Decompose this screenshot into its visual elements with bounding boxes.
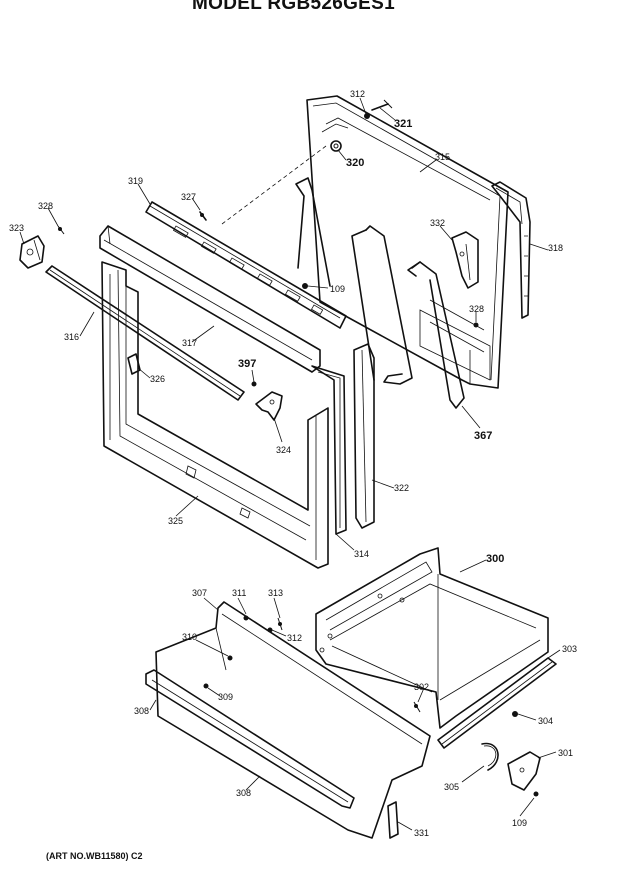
callout-labels: 312 321 320 315 319 327 328 323 332 318 … <box>9 89 577 838</box>
clip-109 <box>302 283 308 289</box>
alignment-line <box>221 145 327 225</box>
callout-310: 310 <box>182 632 197 642</box>
hinge-bracket-332 <box>451 231 479 289</box>
screw-312-lower <box>267 627 273 633</box>
callout-318: 318 <box>548 243 563 253</box>
callout-325: 325 <box>168 516 183 526</box>
callout-302: 302 <box>414 682 429 692</box>
screw-321 <box>364 99 393 119</box>
callout-308-left: 308 <box>134 706 149 716</box>
callout-324: 324 <box>276 445 291 455</box>
callout-320: 320 <box>346 157 364 169</box>
callout-312-lower: 312 <box>287 633 302 643</box>
door-glass-314 <box>311 365 347 535</box>
bracket-301 <box>507 751 541 791</box>
screw-309 <box>203 683 209 689</box>
callout-328-right: 328 <box>469 304 484 314</box>
clip-331 <box>387 801 399 839</box>
callout-314: 314 <box>354 549 369 559</box>
screw-327 <box>199 211 207 221</box>
callout-303: 303 <box>562 644 577 654</box>
bracket-324 <box>255 391 283 421</box>
callout-321: 321 <box>394 118 412 130</box>
callout-317: 317 <box>182 338 197 348</box>
door-hinge-wire-left <box>295 177 331 287</box>
handle-end-cap-323 <box>19 235 45 269</box>
screw-397 <box>251 381 257 387</box>
drawer-handle-308 <box>145 669 355 809</box>
hinge-pin-320 <box>330 140 342 152</box>
screw-310 <box>227 655 233 661</box>
callout-308-bottom: 308 <box>236 788 251 798</box>
door-outer-frame-325 <box>101 261 329 569</box>
callout-300: 300 <box>486 553 504 565</box>
screw-311 <box>243 615 249 621</box>
callout-304: 304 <box>538 716 553 726</box>
drawer-rail-303 <box>437 657 557 749</box>
callout-332: 332 <box>430 218 445 228</box>
callout-319: 319 <box>128 176 143 186</box>
callout-367: 367 <box>474 430 492 442</box>
screw-328-right <box>473 322 479 328</box>
callout-315: 315 <box>435 152 450 162</box>
door-handle-316 <box>45 265 245 401</box>
door-hinge-wire-middle <box>351 225 413 385</box>
callout-311: 311 <box>232 588 246 598</box>
callout-326: 326 <box>150 374 165 384</box>
screw-109-lower <box>533 791 539 797</box>
callout-316: 316 <box>64 332 79 342</box>
storage-drawer-300 <box>315 547 549 729</box>
spring-305 <box>481 742 499 771</box>
leader-lines <box>19 97 561 831</box>
diagram-title: MODEL RGB526GES1 <box>192 0 395 14</box>
callout-109-lower: 109 <box>512 818 527 828</box>
door-frame-top-317 <box>99 225 321 373</box>
art-number: (ART NO.WB11580) C2 <box>46 851 143 861</box>
callout-301: 301 <box>558 748 573 758</box>
callout-323: 323 <box>9 223 24 233</box>
callout-309: 309 <box>218 692 233 702</box>
drawer-front-panel-307 <box>155 601 431 839</box>
callout-305: 305 <box>444 782 459 792</box>
callout-397: 397 <box>238 358 256 370</box>
nut-304 <box>512 711 518 717</box>
callout-313: 313 <box>268 588 283 598</box>
callout-327: 327 <box>181 192 196 202</box>
door-gasket-318 <box>491 181 531 319</box>
screw-302 <box>413 701 421 713</box>
callout-331: 331 <box>414 828 429 838</box>
callout-312-top: 312 <box>350 89 365 99</box>
door-hinge-wire-367 <box>407 261 465 409</box>
vent-trim-319 <box>145 201 347 329</box>
door-channel-322 <box>353 343 375 529</box>
screw-313 <box>277 617 283 631</box>
screw-328-left <box>57 225 65 235</box>
callout-328-left: 328 <box>38 201 53 211</box>
callout-109-upper: 109 <box>330 284 345 294</box>
callout-322: 322 <box>394 483 409 493</box>
callout-307: 307 <box>192 588 207 598</box>
